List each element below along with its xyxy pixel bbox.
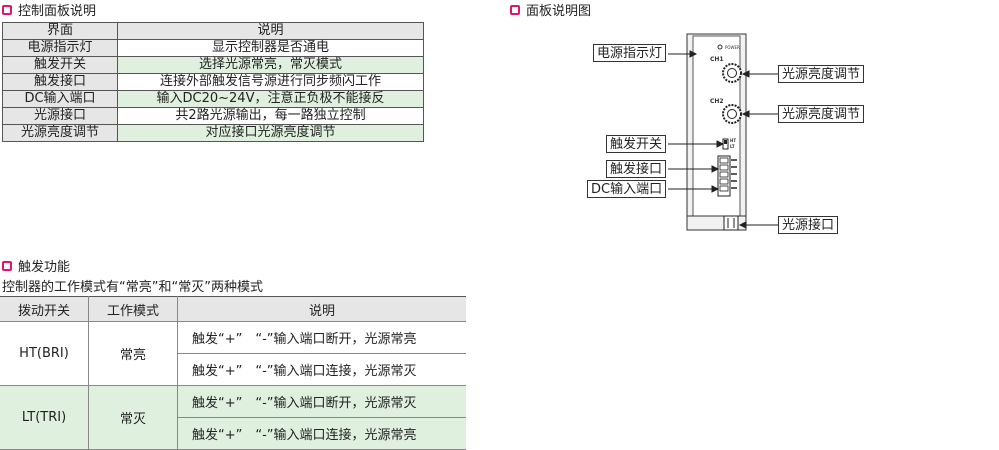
section-marker-icon [2, 4, 12, 15]
table-row: DC输入端口 输入DC20~24V，注意正负极不能接反 [2, 90, 424, 108]
leader-lines-right [738, 70, 778, 229]
trigger-section-title: 触发功能 [2, 256, 70, 275]
power-mark: POWER [725, 45, 740, 50]
table-cell-switch: LT(TRI) [0, 385, 89, 450]
label-trigger-port: 触发接口 [606, 160, 667, 178]
table-header-cell: 界面 [2, 22, 118, 40]
label-power-indicator: 电源指示灯 [593, 44, 667, 62]
table-cell-description: 输入DC20~24V，注意正负极不能接反 [117, 90, 424, 108]
table-cell-description: 显示控制器是否通电 [117, 39, 424, 57]
label-light-port: 光源接口 [778, 216, 839, 234]
section-marker-icon [2, 260, 12, 271]
panel-table: 界面 说明 电源指示灯 显示控制器是否通电 触发开关 选择光源常亮，常灭模式 触… [2, 22, 424, 142]
table-row: 电源指示灯 显示控制器是否通电 [2, 39, 424, 57]
trigger-intro-text: 控制器的工作模式有“常亮”和“常灭”两种模式 [2, 280, 263, 295]
leader-lines-left [668, 50, 725, 193]
ch1-mark: CH1 [710, 56, 724, 63]
table-cell-description: 触发“+” “-”输入端口断开，光源常灭 [177, 385, 466, 418]
table-cell-mode: 常亮 [88, 321, 178, 386]
table-cell-interface: 光源亮度调节 [2, 124, 118, 142]
ht-mark: HT [730, 138, 736, 143]
table-row: 光源接口 共2路光源输出，每一路独立控制 [2, 107, 424, 125]
panel-section-title: 控制面板说明 [2, 0, 96, 19]
table-cell-interface: 触发接口 [2, 73, 118, 91]
table-row: LT(TRI) 常灭 触发“+” “-”输入端口断开，光源常灭 [0, 385, 466, 450]
table-row: HT(BRI) 常亮 触发“+” “-”输入端口断开，光源常亮 [0, 321, 466, 386]
table-header-row: 界面 说明 [2, 22, 424, 40]
table-cell-description: 触发“+” “-”输入端口连接，光源常亮 [177, 417, 466, 450]
label-brightness-2: 光源亮度调节 [778, 105, 865, 123]
table-cell-description: 共2路光源输出，每一路独立控制 [117, 107, 424, 125]
table-row: 触发“+” “-”输入端口连接，光源常灭 [0, 353, 466, 386]
power-led-icon [717, 44, 723, 50]
table-cell-description: 对应接口光源亮度调节 [117, 124, 424, 142]
terminal-block-icon [717, 155, 737, 197]
device-panel-drawing: POWER CH1 CH2 HT LT [668, 33, 778, 231]
table-row: 光源亮度调节 对应接口光源亮度调节 [2, 124, 424, 142]
table-header-cell: 拨动开关 [0, 296, 89, 322]
label-trigger-switch: 触发开关 [606, 135, 667, 153]
table-cell-interface: 光源接口 [2, 107, 118, 125]
table-header-row: 拨动开关 工作模式 说明 [0, 296, 466, 322]
table-cell-description: 触发“+” “-”输入端口断开，光源常亮 [177, 321, 466, 354]
table-header-cell: 说明 [177, 296, 466, 322]
lt-mark: LT [730, 144, 735, 149]
diagram-section-title: 面板说明图 [510, 0, 591, 19]
table-cell-interface: DC输入端口 [2, 90, 118, 108]
ch2-knob-icon [722, 104, 742, 124]
label-brightness-1: 光源亮度调节 [778, 65, 865, 83]
table-cell-interface: 电源指示灯 [2, 39, 118, 57]
label-dc-port: DC输入端口 [587, 180, 667, 198]
ch1-knob-icon [722, 63, 742, 83]
table-header-cell: 说明 [117, 22, 424, 40]
trigger-table: 拨动开关 工作模式 说明 HT(BRI) 常亮 触发“+” “-”输入端口断开，… [0, 296, 466, 450]
light-output-connector-icon [723, 215, 739, 231]
table-cell-description: 连接外部触发信号源进行同步频闪工作 [117, 73, 424, 91]
ch2-mark: CH2 [710, 98, 724, 105]
table-row: 触发接口 连接外部触发信号源进行同步频闪工作 [2, 73, 424, 91]
table-cell-mode: 常灭 [88, 385, 178, 450]
table-cell-interface: 触发开关 [2, 56, 118, 74]
table-cell-description: 触发“+” “-”输入端口连接，光源常灭 [177, 353, 466, 386]
table-cell-description: 选择光源常亮，常灭模式 [117, 56, 424, 74]
table-header-cell: 工作模式 [88, 296, 178, 322]
table-row: 触发开关 选择光源常亮，常灭模式 [2, 56, 424, 74]
section-marker-icon [510, 4, 520, 15]
table-cell-switch: HT(BRI) [0, 321, 89, 386]
